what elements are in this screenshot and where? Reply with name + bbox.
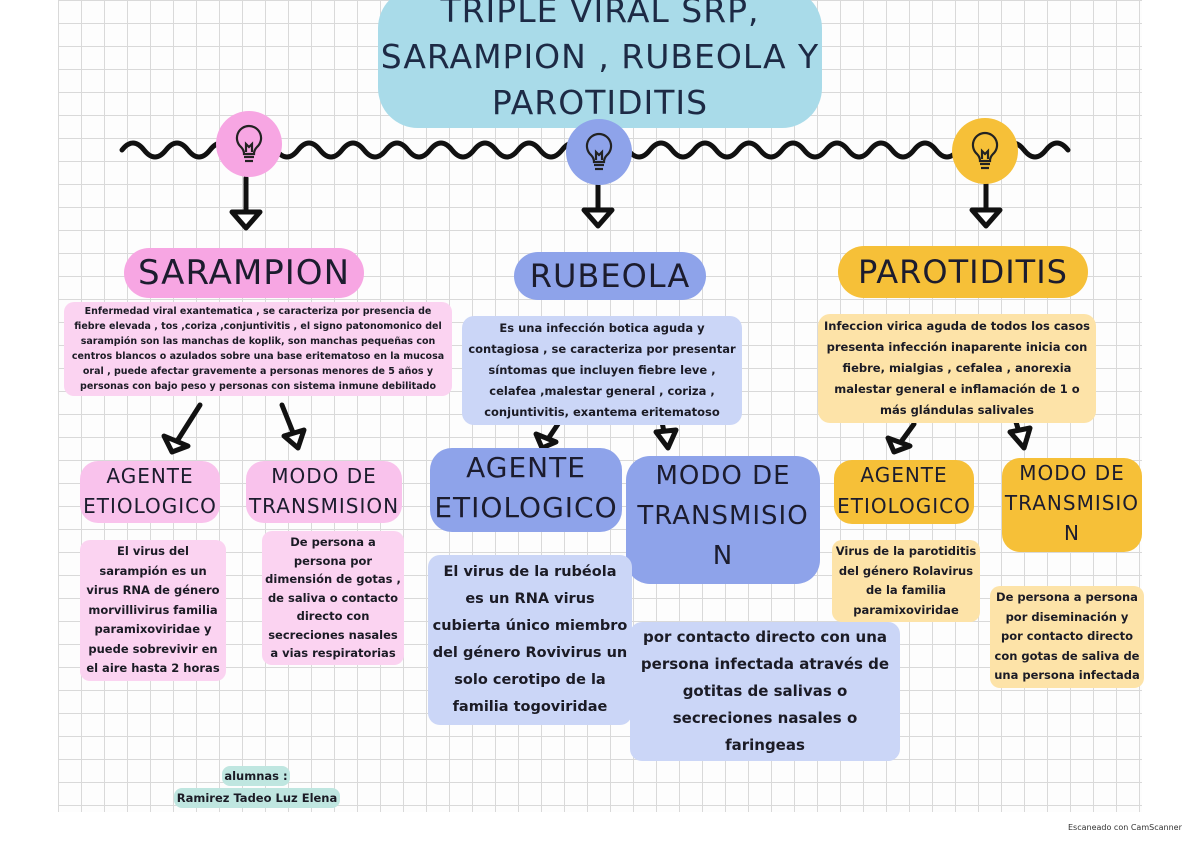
- scanner-watermark: Escaneado con CamScanner: [1068, 823, 1182, 832]
- heading-line: AGENTE: [106, 464, 194, 488]
- rubeola-mode-heading: MODO DE TRANSMISIO N: [626, 456, 820, 584]
- lightbulb-icon: [216, 111, 282, 177]
- sarampion-mode-heading: MODO DE TRANSMISION: [246, 461, 402, 523]
- credits-name: Ramirez Tadeo Luz Elena: [174, 788, 340, 808]
- heading-line: N: [712, 541, 734, 571]
- heading-line: TRANSMISION: [248, 494, 400, 518]
- rubeola-agent-heading: AGENTE ETIOLOGICO: [430, 448, 622, 532]
- heading-line: MODO DE: [655, 461, 791, 491]
- heading-line: MODO DE: [1019, 461, 1125, 485]
- rubeola-description: Es una infección botica aguda y contagio…: [462, 316, 742, 425]
- lightbulb-icon: [566, 119, 632, 185]
- heading-line: AGENTE: [860, 463, 948, 487]
- parotiditis-heading: PAROTIDITIS: [838, 246, 1088, 298]
- main-title: TRIPLE VIRAL SRP, SARAMPION , RUBEOLA Y …: [378, 0, 822, 128]
- title-line-1: TRIPLE VIRAL SRP,: [440, 0, 760, 30]
- sarampion-heading: SARAMPION: [124, 248, 364, 298]
- title-line-3: PAROTIDITIS: [491, 83, 709, 122]
- heading-line: TRANSMISIO: [1004, 491, 1140, 515]
- parotiditis-mode-text: De persona a persona por diseminación y …: [990, 586, 1144, 688]
- heading-line: N: [1064, 521, 1080, 545]
- sarampion-mode-text: De persona a persona por dimensión de go…: [262, 531, 404, 665]
- title-line-2: SARAMPION , RUBEOLA Y: [380, 37, 820, 76]
- heading-line: TRANSMISIO: [637, 501, 809, 531]
- parotiditis-description: Infeccion virica aguda de todos los caso…: [818, 314, 1096, 423]
- sarampion-agent-text: El virus del sarampión es un virus RNA d…: [80, 540, 226, 681]
- sarampion-description: Enfermedad viral exantematica , se carac…: [64, 302, 452, 396]
- heading-line: ETIOLOGICO: [434, 491, 618, 524]
- lightbulb-icon: [952, 118, 1018, 184]
- sarampion-agent-heading: AGENTE ETIOLOGICO: [80, 461, 220, 523]
- rubeola-heading: RUBEOLA: [514, 252, 706, 300]
- heading-line: MODO DE: [271, 464, 377, 488]
- heading-line: AGENTE: [466, 451, 586, 484]
- parotiditis-agent-heading: AGENTE ETIOLOGICO: [834, 460, 974, 524]
- parotiditis-agent-text: Virus de la parotiditis del género Rolav…: [832, 540, 980, 622]
- heading-line: ETIOLOGICO: [83, 494, 217, 518]
- parotiditis-mode-heading: MODO DE TRANSMISIO N: [1002, 458, 1142, 552]
- rubeola-mode-text: por contacto directo con una persona inf…: [630, 622, 900, 761]
- credits-label: alumnas :: [222, 766, 290, 786]
- rubeola-agent-text: El virus de la rubéola es un RNA virus c…: [428, 555, 632, 725]
- heading-line: ETIOLOGICO: [837, 494, 971, 518]
